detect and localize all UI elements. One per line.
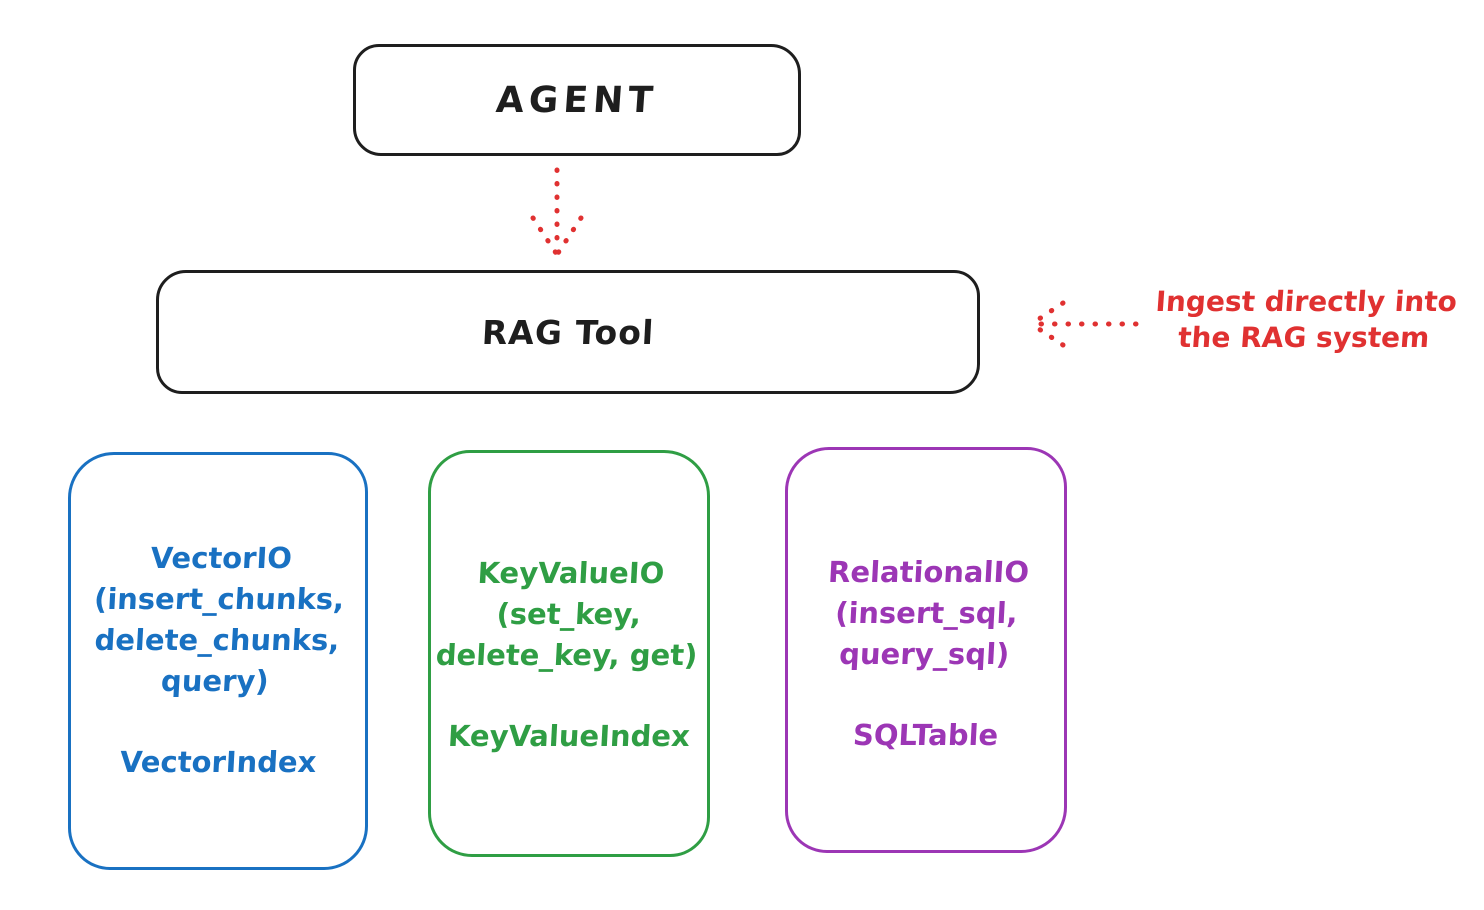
rag-tool-label: RAG Tool — [480, 312, 656, 352]
relational-io-methods-label: RelationalIO (insert_sql, query_sql) — [826, 555, 1030, 671]
rag-tool-box[interactable]: RAG Tool — [156, 270, 980, 394]
agent-to-ragtool-arrow-icon — [530, 167, 584, 256]
vector-io-box[interactable]: VectorIO (insert_chunks, delete_chunks, … — [68, 452, 368, 870]
vector-io-methods-label: VectorIO (insert_chunks, delete_chunks, … — [93, 541, 346, 698]
keyvalue-io-methods-label: KeyValueIO (set_key, delete_key, get) — [435, 556, 699, 672]
agent-label: AGENT — [494, 79, 660, 121]
agent-box[interactable]: AGENT — [353, 44, 801, 156]
keyvalue-io-box[interactable]: KeyValueIO (set_key, delete_key, get) Ke… — [428, 450, 710, 857]
sql-table-label: SQLTable — [852, 718, 1000, 752]
keyvalue-index-label: KeyValueIndex — [447, 719, 691, 753]
ingest-arrow-icon — [1027, 300, 1139, 348]
relational-io-box[interactable]: RelationalIO (insert_sql, query_sql) SQL… — [785, 447, 1067, 853]
ingest-annotation: Ingest directly into the RAG system — [1154, 285, 1459, 354]
vector-index-label: VectorIndex — [118, 745, 318, 779]
